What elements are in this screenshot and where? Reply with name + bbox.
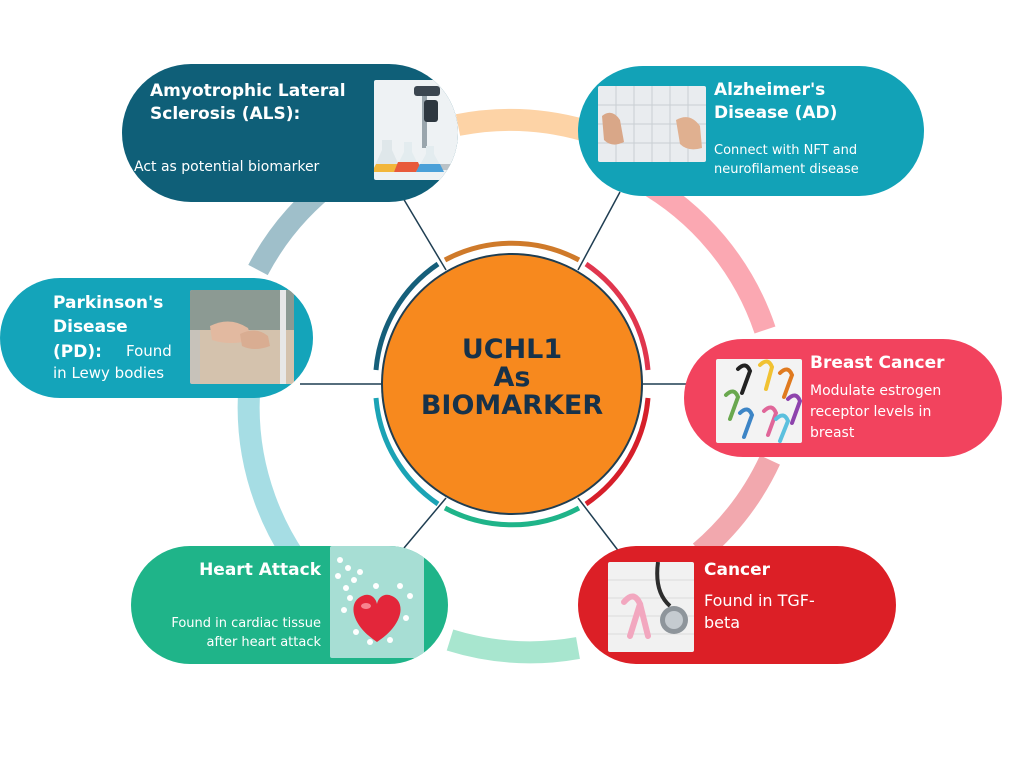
center-circle bbox=[381, 253, 643, 515]
node-breast-cancer-description: Modulate estrogen receptor levels in bre… bbox=[810, 383, 942, 441]
node-breast-cancer-title: Breast Cancer bbox=[810, 353, 945, 373]
node-cancer-title: Cancer bbox=[704, 560, 771, 580]
connector-ca bbox=[577, 497, 621, 554]
node-pd-title-line-2: Disease bbox=[53, 317, 128, 337]
inner-arc-red-top bbox=[584, 261, 651, 371]
node-heart-attack: Heart Attack Found in cardiac tissue aft… bbox=[131, 546, 448, 664]
node-als-title: Amyotrophic Lateral Sclerosis (ALS): bbox=[150, 81, 346, 124]
node-als-description: Act as potential biomarker bbox=[134, 159, 320, 175]
inner-arc-green bbox=[443, 505, 581, 528]
node-ad-description: Connect with NFT and neurofilament disea… bbox=[714, 143, 859, 177]
awareness-ribbons-photo bbox=[716, 359, 802, 443]
ring-segment-lower-right bbox=[692, 455, 780, 561]
connector-ha bbox=[403, 497, 447, 549]
ring-segment-bottom bbox=[446, 629, 580, 664]
node-ad: Alzheimer's Disease (AD) Connect with NF… bbox=[578, 66, 924, 196]
inner-arc-orange bbox=[443, 240, 581, 263]
node-ad-title: Alzheimer's Disease (AD) bbox=[714, 80, 838, 123]
node-cancer: Cancer Found in TGF-beta bbox=[578, 546, 896, 664]
node-pd-description-a: Found bbox=[126, 342, 172, 360]
node-heart-attack-title: Heart Attack bbox=[199, 560, 321, 580]
inner-arc-navy bbox=[373, 261, 440, 371]
puzzle-hands-photo bbox=[598, 86, 706, 162]
connectors bbox=[300, 191, 690, 554]
inner-arc-teal bbox=[373, 397, 440, 507]
connector-ad bbox=[577, 191, 621, 271]
connector-als bbox=[402, 197, 447, 271]
lab-flasks-photo bbox=[374, 80, 458, 180]
center-title-line-1: UCHL1 bbox=[461, 334, 563, 365]
center-title-line-2: As bbox=[493, 362, 531, 393]
ribbon-stethoscope-photo bbox=[608, 562, 694, 652]
node-pd-title-line-1: Parkinson's bbox=[53, 293, 164, 313]
node-pd: Parkinson's Disease (PD): Found in Lewy … bbox=[0, 278, 313, 398]
inner-arc-red-bottom bbox=[584, 397, 651, 507]
node-als: Amyotrophic Lateral Sclerosis (ALS): Act… bbox=[122, 64, 458, 202]
ring-segment-upper-right bbox=[634, 170, 776, 334]
node-cancer-description: Found in TGF-beta bbox=[704, 591, 815, 632]
heart-pills-photo bbox=[330, 546, 424, 658]
node-pd-description-b: in Lewy bodies bbox=[53, 364, 165, 382]
inner-ring bbox=[373, 240, 651, 528]
node-pd-title-prefix: (PD): bbox=[53, 342, 102, 362]
center-title-line-3: BIOMARKER bbox=[420, 390, 604, 421]
center-title: UCHL1 As BIOMARKER bbox=[392, 336, 632, 420]
ring-segment-top bbox=[455, 108, 586, 141]
elderly-hands-photo bbox=[190, 290, 294, 384]
node-breast-cancer: Breast Cancer Modulate estrogen receptor… bbox=[684, 339, 1002, 457]
node-heart-attack-description: Found in cardiac tissue after heart atta… bbox=[171, 616, 321, 650]
